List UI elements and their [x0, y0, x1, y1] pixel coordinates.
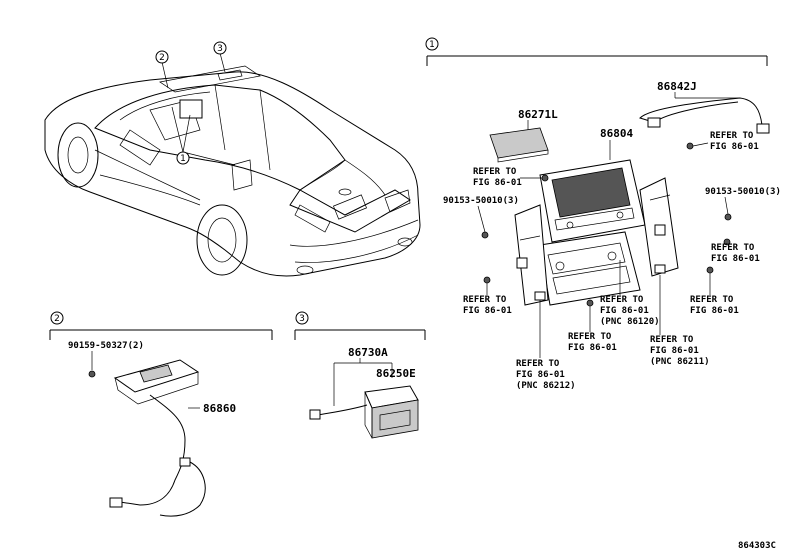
screw-90153-left: 90153-50010(3): [443, 196, 519, 233]
module-86860: 86860: [109, 359, 236, 517]
svg-text:2: 2: [54, 314, 60, 324]
svg-text:86860: 86860: [203, 402, 236, 415]
svg-text:3: 3: [299, 314, 305, 324]
svg-text:1: 1: [429, 40, 435, 50]
display-unit-86804: 86804: [514, 127, 679, 306]
screw-90153-right: 90153-50010(3): [705, 187, 781, 215]
vehicle-illustration: [44, 65, 421, 277]
unit-86250E: 86250E: [309, 367, 419, 439]
callout-3-car: 3: [213, 41, 227, 73]
section-2-frame: 2: [49, 311, 273, 340]
svg-text:86250E: 86250E: [376, 367, 416, 380]
harness-86842J: 86842J: [639, 80, 770, 134]
module-86271L: 86271L: [489, 108, 558, 163]
svg-text:90153-50010(3): 90153-50010(3): [443, 196, 519, 206]
section-3-frame: 3: [294, 311, 426, 340]
section-1-frame: 1: [425, 37, 768, 66]
svg-text:3: 3: [217, 44, 223, 54]
svg-text:1: 1: [180, 154, 186, 164]
screw-90159: 90159-50327(2): [68, 341, 144, 378]
svg-text:86271L: 86271L: [518, 108, 558, 121]
svg-text:2: 2: [159, 53, 165, 63]
assembly-86730A: 86730A: [333, 346, 393, 406]
callout-2-car: 2: [155, 50, 169, 89]
svg-text:86730A: 86730A: [348, 346, 388, 359]
svg-text:86842J: 86842J: [657, 80, 697, 93]
svg-text:86804: 86804: [600, 127, 633, 140]
callout-1-car: 1: [171, 106, 236, 166]
svg-text:90153-50010(3): 90153-50010(3): [705, 187, 781, 197]
figure-code: 864303C: [738, 541, 776, 551]
svg-text:90159-50327(2): 90159-50327(2): [68, 341, 144, 351]
